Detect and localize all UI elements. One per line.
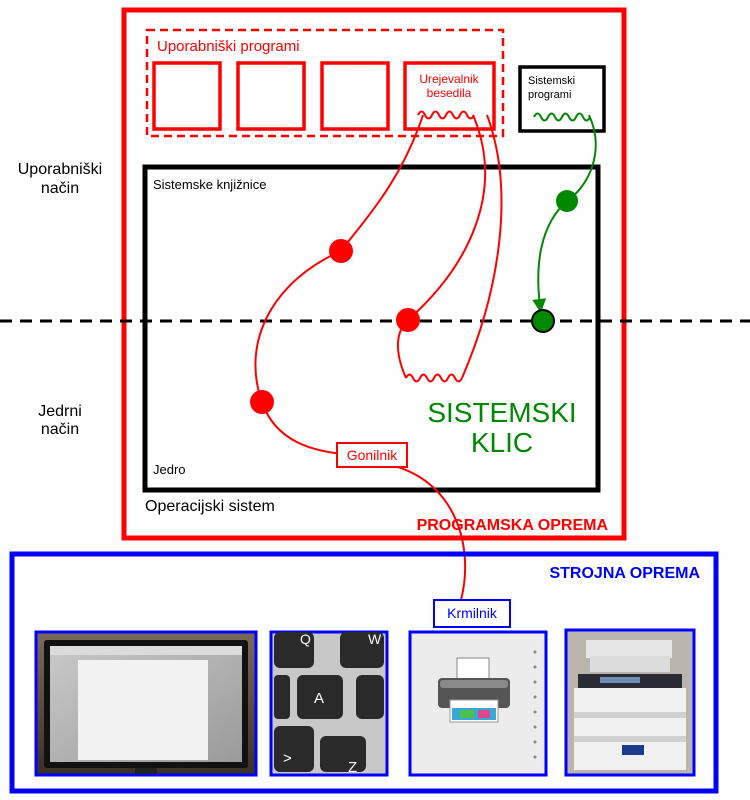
- driver-label: Gonilnik: [347, 447, 399, 463]
- software-box: [121, 7, 627, 541]
- software-title: PROGRAMSKA OPREMA: [417, 517, 609, 534]
- key-z-label: Z: [348, 759, 357, 776]
- printer-photo: [564, 628, 696, 777]
- user-program-box-2: [236, 61, 306, 131]
- text-editor-label-1: Urejevalnik: [419, 72, 479, 86]
- text-editor-spring: [417, 110, 475, 120]
- hardware-box: [9, 551, 719, 794]
- kernel-spring: [405, 373, 463, 383]
- user-programs-group: [145, 28, 505, 138]
- controller-label: Krmilnik: [447, 605, 498, 621]
- kernel-label: Jedro: [153, 462, 186, 477]
- system-programs-box[interactable]: [518, 65, 606, 133]
- editor-to-driver-path: [254, 114, 424, 456]
- user-programs-title: Uporabniški programi: [157, 38, 300, 55]
- printer-icon-photo: [408, 630, 548, 777]
- hardware-title: STROJNA OPREMA: [549, 565, 700, 582]
- kernel-mode-label-2: način: [41, 421, 79, 438]
- user-mode-label-1: Uporabniški: [18, 161, 102, 178]
- text-editor-label-2: besedila: [427, 86, 472, 100]
- keyboard-photo: Q W A > Z: [269, 630, 389, 777]
- monitor-photo: [34, 630, 258, 777]
- system-libraries-label: Sistemske knjižnice: [153, 177, 266, 192]
- kernel-to-editor-return-path: [461, 114, 503, 379]
- driver-to-controller-path: [374, 461, 467, 601]
- mode-switch-dot: [396, 308, 420, 332]
- system-programs-spring: [533, 112, 591, 122]
- kernel-dot: [250, 390, 274, 414]
- key-gt-label: >: [283, 750, 292, 767]
- system-programs-label-1: Sistemski: [528, 75, 575, 87]
- system-call-label-2: KLIC: [471, 427, 533, 458]
- controller-box[interactable]: [433, 599, 511, 628]
- system-call-dot-lower: [531, 309, 555, 333]
- system-call-label-1: SISTEMSKI: [427, 397, 576, 428]
- key-q-label: Q: [300, 631, 311, 647]
- os-box: [142, 164, 601, 493]
- text-editor-box[interactable]: [403, 61, 496, 131]
- user-mode-label-2: način: [41, 180, 79, 197]
- os-label: Operacijski sistem: [145, 498, 275, 515]
- user-program-box-1: [152, 61, 222, 131]
- system-programs-label-2: programi: [528, 89, 571, 101]
- driver-box[interactable]: [336, 442, 408, 468]
- system-call-dot-upper: [556, 190, 578, 212]
- kernel-mode-label-1: Jedrni: [38, 403, 82, 420]
- editor-to-kernel-path: [396, 114, 487, 379]
- library-call-dot: [329, 239, 353, 263]
- key-a-label: A: [314, 690, 324, 707]
- printer-icon: [438, 657, 510, 723]
- key-w-label: W: [368, 631, 382, 647]
- user-program-box-3: [320, 61, 390, 131]
